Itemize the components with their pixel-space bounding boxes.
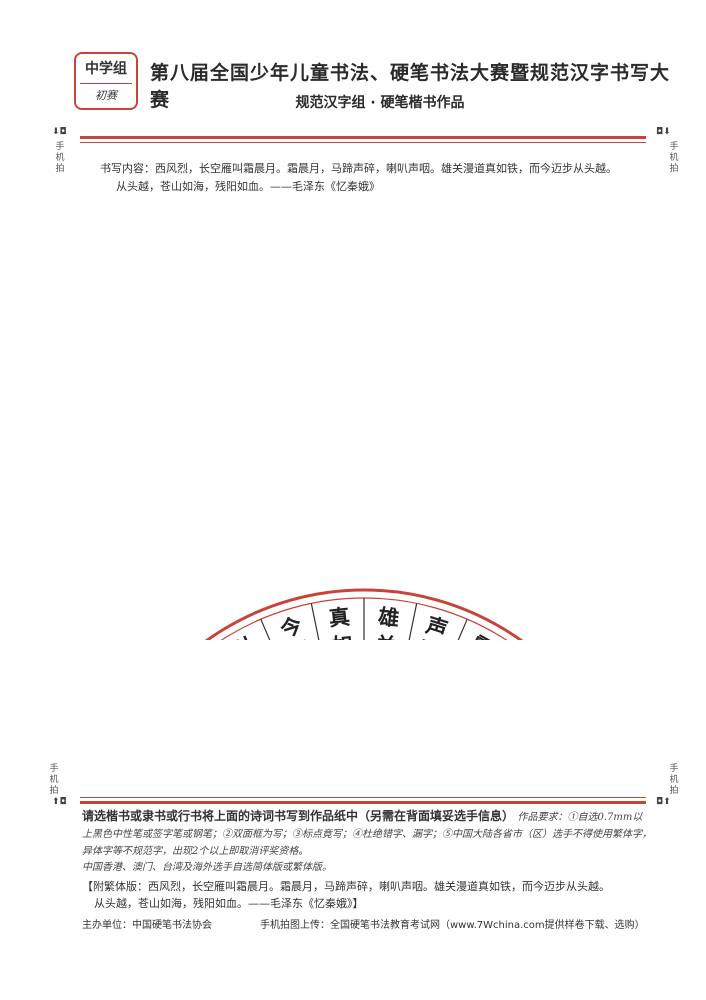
- top-rule-thin: [80, 142, 646, 143]
- fan-character: 真: [328, 604, 351, 631]
- bottom-rule-thick: [80, 801, 646, 804]
- top-rule-thick: [80, 136, 646, 139]
- camera-icon: ⬇◘: [52, 127, 67, 137]
- fan-character: 声: [422, 612, 450, 640]
- traditional-version: 【附繁体版：西风烈，长空雁叫霜晨月。霜晨月，马蹄声碎，喇叭声咽。雄关漫道真如铁，…: [82, 878, 652, 912]
- group-badge: 中学组 初赛: [74, 52, 138, 110]
- bottom-rule-thin: [80, 797, 646, 798]
- badge-group: 中学组: [85, 61, 127, 77]
- badge-stage: 初赛: [95, 89, 117, 102]
- writing-content: 书写内容：西风烈，长空雁叫霜晨月。霜晨月，马蹄声碎，喇叭声咽。雄关漫道真如铁，而…: [100, 160, 640, 196]
- fan-character: 关: [374, 632, 397, 640]
- instructions-requirements: 作品要求：①自选0.7mm以上黑色中性笔或签字笔或钢笔；②双面框为写；③标点竟写…: [82, 812, 652, 857]
- camera-icon: ⬆◘: [52, 797, 67, 807]
- fanti-line-2: 从头越，苍山如海，残阳如血。——毛泽东《忆秦娥》】: [94, 897, 364, 910]
- fan-artwork: 西风烈长空雁叫霜晨月霜晨月马蹄声碎喇叭声咽雄关漫道真如铁而今迈步从头越从头越苍山…: [0, 300, 706, 824]
- content-line-1: 书写内容：西风烈，长空雁叫霜晨月。霜晨月，马蹄声碎，喇叭声咽。雄关漫道真如铁，而…: [100, 162, 617, 175]
- page-title: 第八届全国少年儿童书法、硬笔书法大赛暨规范汉字书写大赛: [150, 62, 671, 111]
- phone-shot-mark-right-bottom: 手机拍: [669, 764, 679, 796]
- footer-organizer: 主办单位：中国硬笔书法协会: [82, 920, 212, 931]
- fan-svg: 西风烈长空雁叫霜晨月霜晨月马蹄声碎喇叭声咽雄关漫道真如铁而今迈步从头越从头越苍山…: [132, 588, 596, 824]
- footer-upload: 手机拍图上传：全国硬笔书法教育考试网（www.7Wchina.com提供样卷下载…: [260, 920, 645, 931]
- camera-icon: ◘⬆: [656, 797, 671, 807]
- fanti-line-1: 【附繁体版：西风烈，长空雁叫霜晨月。霜晨月，马蹄声碎，喇叭声咽。雄关漫道真如铁，…: [82, 880, 610, 893]
- instructions-hk: 中国香港、澳门、台湾及海外选手自选简体版或繁体版。: [82, 862, 332, 873]
- instructions: 请选楷书或隶书或行书将上面的诗词书写到作品纸中（另需在背面填妥选手信息） 作品要…: [82, 808, 652, 876]
- badge-divider: [80, 83, 132, 84]
- camera-icon: ◘⬇: [656, 127, 671, 137]
- phone-shot-mark-right: 手机拍: [669, 142, 679, 174]
- instructions-lead: 请选楷书或隶书或行书将上面的诗词书写到作品纸中（另需在背面填妥选手信息）: [82, 809, 515, 823]
- content-line-2: 从头越，苍山如海，残阳如血。——毛泽东《忆秦娥》: [116, 180, 380, 193]
- fan-character: 雄: [376, 604, 400, 631]
- phone-shot-mark-left: 手机拍: [55, 142, 65, 174]
- fan-character: 今: [277, 612, 305, 640]
- phone-shot-mark-left-bottom: 手机拍: [49, 764, 59, 796]
- footer: 主办单位：中国硬笔书法协会 手机拍图上传：全国硬笔书法教育考试网（www.7Wc…: [82, 916, 682, 931]
- fan-character: 如: [330, 632, 353, 640]
- page-subtitle: 规范汉字组 · 硬笔楷书作品: [295, 95, 465, 111]
